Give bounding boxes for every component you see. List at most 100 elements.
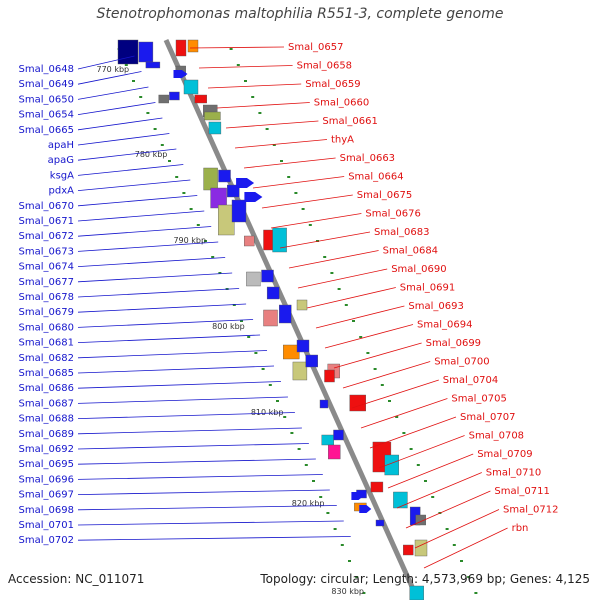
tick-mark-right xyxy=(337,288,341,290)
gene-block-plus xyxy=(384,454,399,476)
left-gene-label: Smal_0688 xyxy=(19,414,74,425)
left-leader-line xyxy=(77,179,191,191)
left-leader-line xyxy=(77,257,226,267)
right-leader-line xyxy=(225,120,319,129)
left-leader-line xyxy=(77,489,330,495)
left-leader-line xyxy=(77,505,337,511)
right-gene-label: Smal_0694 xyxy=(417,320,472,331)
tick-mark-right xyxy=(467,576,471,578)
left-gene-label: Smal_0674 xyxy=(19,262,74,273)
right-leader-line xyxy=(351,379,439,409)
left-gene-label: Smal_0679 xyxy=(19,307,74,318)
left-leader-line xyxy=(77,303,247,313)
left-leader-line xyxy=(77,117,163,131)
left-gene-label: Smal_0701 xyxy=(19,520,74,531)
scale-label: 800 kbp xyxy=(212,322,245,331)
tick-mark-right xyxy=(323,256,327,258)
left-leader-line xyxy=(77,133,170,146)
left-leader-line xyxy=(77,148,177,161)
left-leader-line xyxy=(77,412,295,419)
right-leader-line xyxy=(216,102,310,109)
tick-mark-right xyxy=(402,432,406,434)
tick-mark-left xyxy=(326,512,330,514)
tick-mark-left xyxy=(261,368,265,370)
tick-mark-right xyxy=(373,368,377,370)
right-leader-line xyxy=(279,231,371,249)
tick-mark-right xyxy=(330,272,334,274)
gene-block-minus xyxy=(243,235,255,247)
right-leader-line xyxy=(378,435,465,469)
right-gene-label: Smal_0708 xyxy=(469,431,524,442)
tick-mark-left xyxy=(232,304,236,306)
left-gene-label: Smal_0686 xyxy=(19,383,74,394)
left-gene-label: Smal_0654 xyxy=(19,110,74,121)
right-leader-line xyxy=(360,398,448,429)
tick-mark-left xyxy=(355,576,359,578)
tick-mark-left xyxy=(333,528,337,530)
tick-mark-left xyxy=(189,208,193,210)
left-gene-label: apaH xyxy=(48,140,74,151)
right-leader-line xyxy=(207,83,302,89)
tick-mark-left xyxy=(312,480,315,482)
gene-block-plus xyxy=(409,585,424,600)
tick-mark-right xyxy=(244,80,247,82)
right-leader-line xyxy=(252,176,345,189)
tick-mark-left xyxy=(218,272,222,274)
accession-text: Accession: NC_011071 xyxy=(8,572,145,586)
right-gene-label: Smal_0675 xyxy=(357,190,412,201)
gene-block-minus xyxy=(203,167,218,191)
left-leader-line xyxy=(77,288,240,298)
gene-block-minus xyxy=(266,286,280,300)
gene-block-minus xyxy=(319,399,329,409)
left-gene-label: Smal_0697 xyxy=(19,490,74,501)
gene-block-minus xyxy=(263,309,278,327)
tick-mark-left xyxy=(196,224,200,226)
gene-block-minus xyxy=(305,354,318,368)
tick-mark-right xyxy=(236,64,240,66)
gene-block-minus xyxy=(158,94,169,104)
left-gene-label: Smal_0665 xyxy=(19,125,74,136)
gene-block-plus xyxy=(194,94,207,104)
right-leader-line xyxy=(189,46,285,49)
tick-mark-right xyxy=(308,224,312,226)
tick-mark-right xyxy=(380,384,384,386)
right-gene-label: Smal_0699 xyxy=(426,338,481,349)
left-leader-line xyxy=(77,427,302,435)
gene-block-plus xyxy=(272,227,287,253)
tick-mark-right xyxy=(287,176,291,178)
scale-label: 790 kbp xyxy=(173,236,206,245)
left-leader-line xyxy=(77,319,254,328)
gene-block-plus xyxy=(187,39,199,53)
topology-text: Topology: circular; Length: 4,573,969 bp… xyxy=(260,572,590,586)
gene-block-plus xyxy=(403,544,414,556)
tick-mark-right xyxy=(395,416,399,418)
right-leader-line xyxy=(369,416,457,449)
left-leader-line xyxy=(77,272,233,283)
left-gene-label: Smal_0678 xyxy=(19,292,74,303)
gene-block-plus xyxy=(393,491,408,509)
tick-mark-left xyxy=(240,320,243,322)
right-leader-line xyxy=(288,250,379,269)
gene-block-minus xyxy=(246,271,261,287)
tick-mark-right xyxy=(258,112,262,114)
gene-block-plus xyxy=(204,111,221,121)
left-gene-label: Smal_0670 xyxy=(19,201,74,212)
tick-mark-left xyxy=(340,544,344,546)
tick-mark-right xyxy=(409,448,413,450)
right-gene-label: rbn xyxy=(512,523,529,534)
tick-mark-right xyxy=(445,528,449,530)
tick-mark-right xyxy=(424,480,427,482)
tick-mark-right xyxy=(301,208,305,210)
gene-block-plus xyxy=(208,121,222,135)
gene-block-minus xyxy=(138,41,154,63)
left-leader-line xyxy=(77,164,184,176)
gene-block-plus xyxy=(370,481,384,493)
right-gene-label: Smal_0700 xyxy=(434,357,489,368)
gene-arrow xyxy=(173,70,188,78)
gene-block-minus xyxy=(261,269,274,283)
left-gene-label: pdxA xyxy=(49,186,75,197)
tick-mark-left xyxy=(283,416,287,418)
gene-arrow xyxy=(236,178,255,188)
right-leader-line xyxy=(234,139,328,149)
right-leader-line xyxy=(396,472,482,509)
